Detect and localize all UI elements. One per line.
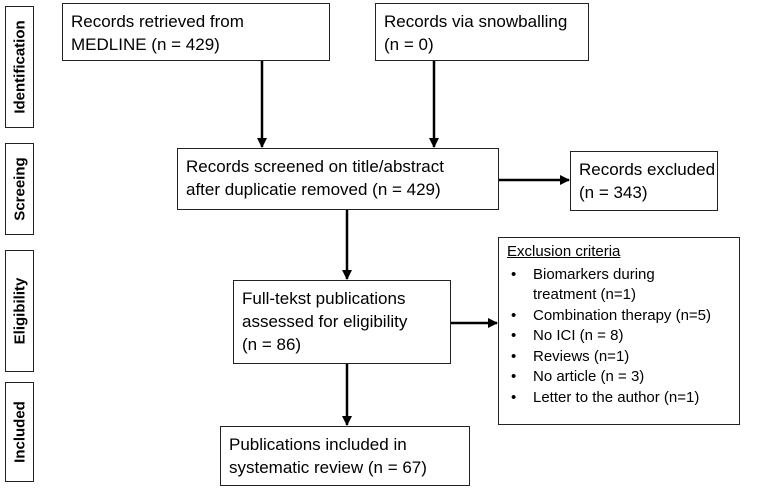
exclusion-criteria-list: Biomarkers during treatment (n=1) Combin… — [507, 265, 731, 409]
snowballing-records-line1: Records via snowballing — [384, 12, 568, 31]
fulltext-assessed-line3: (n = 86) — [242, 335, 302, 354]
stage-screening: Screeing — [5, 143, 34, 235]
exclusion-item: Biomarkers during treatment (n=1) — [507, 265, 731, 306]
exclusion-item-line2: treatment (n=1) — [533, 286, 636, 303]
excluded-records-box: Records excluded (n = 343) — [570, 151, 718, 211]
snowballing-records-box: Records via snowballing (n = 0) — [375, 3, 589, 61]
screened-records-line2: after duplicatie removed (n = 429) — [186, 180, 441, 199]
publications-included-line1: Publications included in — [229, 435, 407, 454]
exclusion-item: Letter to the author (n=1) — [507, 388, 731, 409]
exclusion-item: Reviews (n=1) — [507, 347, 731, 368]
exclusion-criteria-heading: Exclusion criteria — [507, 243, 621, 260]
excluded-records-line1: Records excluded — [579, 160, 716, 179]
exclusion-item-line1: No ICI (n = 8) — [533, 327, 624, 344]
exclusion-item-line1: Letter to the author (n=1) — [533, 388, 700, 406]
exclusion-item-line1: No article (n = 3) — [533, 368, 645, 385]
exclusion-criteria-box: Exclusion criteria Biomarkers during tre… — [498, 237, 740, 425]
screened-records-box: Records screened on title/abstract after… — [177, 148, 499, 210]
medline-records-box: Records retrieved from MEDLINE (n = 429) — [62, 3, 330, 61]
medline-records-line2: MEDLINE (n = 429) — [71, 35, 220, 54]
exclusion-item-line1: Biomarkers during — [533, 265, 655, 283]
snowballing-records-line2: (n = 0) — [384, 35, 434, 54]
exclusion-item: Combination therapy (n=5) — [507, 306, 731, 327]
stage-included: Included — [5, 382, 34, 482]
exclusion-item-line1: Reviews (n=1) — [533, 347, 630, 365]
fulltext-assessed-line2: assessed for eligibility — [242, 312, 408, 331]
exclusion-item-line1: Combination therapy (n=5) — [533, 306, 712, 324]
stage-identification: Identification — [5, 6, 34, 128]
fulltext-assessed-box: Full-tekst publications assessed for eli… — [233, 280, 451, 364]
publications-included-line2: systematic review (n = 67) — [229, 458, 427, 477]
screened-records-line1: Records screened on title/abstract — [186, 157, 444, 176]
exclusion-item: No ICI (n = 8) — [507, 326, 731, 347]
medline-records-line1: Records retrieved from — [71, 12, 244, 31]
stage-eligibility: Eligibility — [5, 250, 34, 372]
publications-included-box: Publications included in systematic revi… — [220, 426, 470, 486]
excluded-records-line2: (n = 343) — [579, 183, 648, 202]
fulltext-assessed-line1: Full-tekst publications — [242, 289, 406, 308]
exclusion-item: No article (n = 3) — [507, 367, 731, 388]
